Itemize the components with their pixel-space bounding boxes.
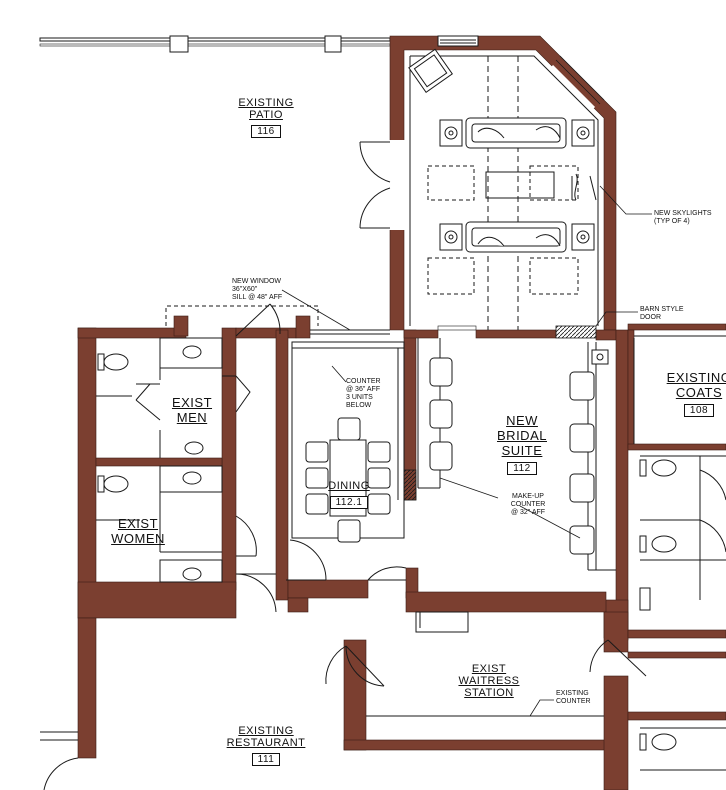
- room-name-line: EXISTING: [238, 97, 294, 109]
- room-number: 116: [251, 125, 281, 138]
- room-name-line: EXIST: [471, 663, 507, 675]
- note-line: BARN STYLE: [640, 306, 684, 313]
- note-line: BELOW: [346, 402, 372, 409]
- room-name-line: BRIDAL: [497, 428, 547, 443]
- room-number: 112.1: [329, 496, 369, 509]
- makeup-chairs-left: [429, 357, 453, 471]
- room-name-line: EXIST: [117, 516, 159, 531]
- note-line: NEW WINDOW: [232, 278, 281, 285]
- hatched-elements: [403, 325, 597, 501]
- note-skylights: NEW SKYLIGHTS (TYP OF 4): [654, 210, 726, 226]
- room-number: 112: [507, 462, 537, 475]
- note-barn-door: BARN STYLE DOOR: [640, 306, 710, 322]
- room-name-line: WOMEN: [111, 531, 165, 546]
- room-label-women: EXIST WOMEN: [100, 516, 176, 546]
- note-line: 3 UNITS: [346, 394, 373, 401]
- furniture: [97, 48, 677, 751]
- room-label-restaurant: EXISTING RESTAURANT 111: [216, 725, 316, 767]
- note-line: 36"x60": [232, 286, 258, 293]
- note-line: COUNTER: [346, 378, 381, 385]
- leader-lines: [281, 185, 652, 717]
- note-counter: COUNTER @ 36" AFF 3 UNITS BELOW: [346, 378, 402, 410]
- note-line: (TYP OF 4): [654, 218, 690, 225]
- room-name-line: EXISTING: [666, 370, 726, 385]
- room-label-coats: EXISTING COATS 108: [664, 370, 726, 418]
- room-name-line: WAITRESS: [458, 675, 520, 687]
- note-line: COUNTER: [556, 698, 591, 705]
- sofa-upper: [439, 117, 595, 149]
- room-label-waitress-station: EXIST WAITRESS STATION: [446, 663, 532, 699]
- room-number: 111: [251, 753, 281, 766]
- note-new-window: NEW WINDOW 36"x60" SILL @ 48" AFF: [232, 278, 312, 302]
- room-name-line: DINING: [328, 480, 370, 492]
- note-line: NEW SKYLIGHTS: [654, 210, 712, 217]
- room-label-dining: DINING 112.1: [318, 480, 380, 510]
- note-line: @ 32" AFF: [510, 509, 546, 516]
- room-number: 108: [683, 404, 715, 417]
- restroom-fixtures: [97, 345, 677, 751]
- room-label-bridal-suite: NEW BRIDAL SUITE 112: [484, 413, 560, 476]
- note-line: @ 36" AFF: [346, 386, 381, 393]
- doors: [135, 141, 726, 687]
- room-name-line: EXISTING: [238, 725, 294, 737]
- makeup-chairs-right: [569, 371, 595, 555]
- room-name-line: PATIO: [249, 109, 283, 121]
- linework: [40, 35, 726, 790]
- room-name-line: RESTAURANT: [226, 737, 306, 749]
- note-line: COUNTER: [510, 501, 546, 508]
- note-line: MAKE-UP: [512, 493, 544, 500]
- armchair: [408, 48, 453, 93]
- room-name-line: STATION: [464, 687, 514, 699]
- room-name-line: SUITE: [501, 443, 543, 458]
- room-label-patio: EXISTING PATIO 116: [226, 97, 306, 139]
- note-line: EXISTING: [556, 690, 589, 697]
- walls: [39, 35, 726, 790]
- room-name-line: MEN: [176, 410, 208, 425]
- note-makeup-counter: MAKE-UP COUNTER @ 32" AFF: [498, 493, 558, 517]
- note-line: DOOR: [640, 314, 661, 321]
- note-line: SILL @ 48" AFF: [232, 294, 283, 301]
- sofa-lower: [439, 221, 595, 253]
- room-name-line: NEW: [506, 413, 538, 428]
- room-name-line: COATS: [675, 385, 723, 400]
- note-existing-counter: EXISTING COUNTER: [556, 690, 606, 706]
- room-name-line: EXIST: [171, 395, 213, 410]
- room-label-men: EXIST MEN: [160, 395, 224, 425]
